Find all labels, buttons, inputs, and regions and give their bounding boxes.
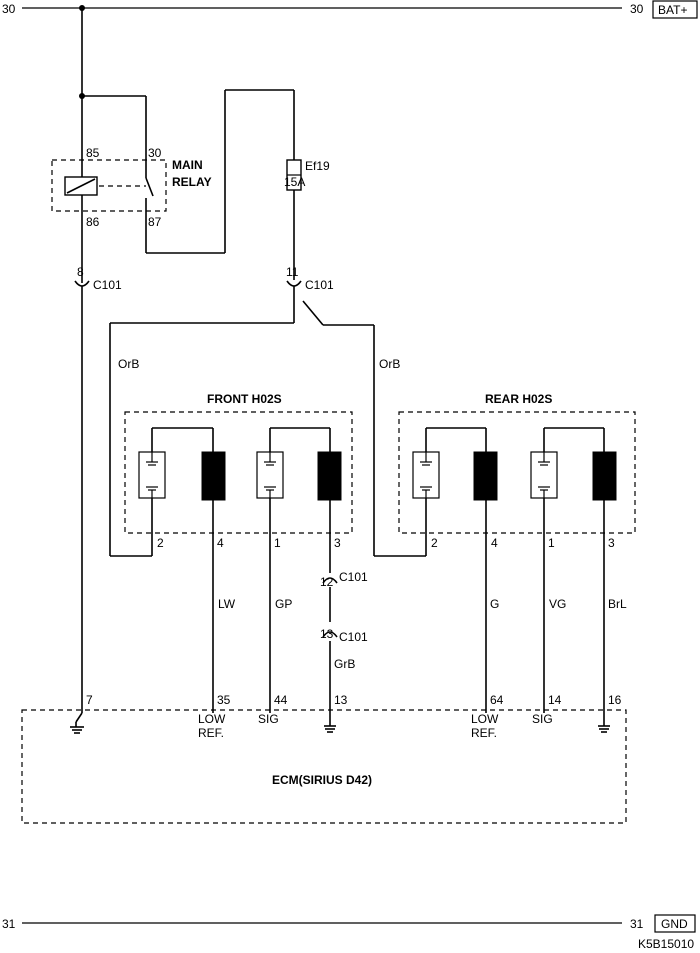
ecm-low-ref-1-line2: REF.: [198, 726, 224, 740]
c101-11-name: C101: [305, 278, 334, 292]
fuse-ef19: Ef19 15A: [284, 90, 330, 280]
c101-12-pin: 12: [320, 575, 334, 589]
gnd-label-box: [654, 914, 696, 933]
relay-pin-85: 85: [86, 146, 100, 160]
bat-rail: 30 30 BAT+: [2, 0, 698, 19]
fuse-name: Ef19: [305, 159, 330, 173]
rear-pin-2: 2: [431, 536, 438, 550]
rear-pin-4: 4: [491, 536, 498, 550]
rear-heater-element-2: [592, 451, 617, 501]
ecm-sig-1: SIG: [258, 712, 279, 726]
rear-sensor-title: REAR H02S: [485, 392, 552, 406]
ecm-low-ref-2-line1: LOW: [471, 712, 499, 726]
front-h02s-sensor: FRONT H02S 2 4 1 3: [124, 392, 353, 713]
connector-c101-11: 11 C101: [109, 265, 427, 557]
wire-color-lw: LW: [218, 597, 236, 611]
ecm-low-ref-2-line2: REF.: [471, 726, 497, 740]
relay-title-line1: MAIN: [172, 158, 203, 172]
bat-label-box: [652, 0, 698, 19]
ecm-pin-35: 35: [217, 693, 231, 707]
front-pin-4: 4: [217, 536, 224, 550]
ecm-pin-7: 7: [86, 693, 93, 707]
gnd-rail: 31 31 GND: [2, 914, 696, 933]
ecm-pin-14: 14: [548, 693, 562, 707]
front-pin-2: 2: [157, 536, 164, 550]
c101-13-pin: 13: [320, 627, 334, 641]
ecm-pin-13: 13: [334, 693, 348, 707]
wire-color-vg: VG: [549, 597, 566, 611]
rear-pin-1: 1: [548, 536, 555, 550]
figure-code: K5B15010: [638, 937, 694, 951]
ecm-pin-16: 16: [608, 693, 622, 707]
bat-rail-right-number: 30: [630, 2, 644, 16]
rear-heater-element-1: [473, 451, 498, 501]
bat-rail-left-number: 30: [2, 2, 16, 16]
rear-h02s-sensor: REAR H02S 2 4 1 3: [398, 392, 636, 713]
front-heater-element-1: [201, 451, 226, 501]
c101-11-pin: 11: [286, 265, 299, 279]
relay-title-line2: RELAY: [172, 175, 212, 189]
front-heater-element-2: [317, 451, 342, 501]
rear-pin-3: 3: [608, 536, 615, 550]
ecm-pin-44: 44: [274, 693, 288, 707]
wire-color-brl: BrL: [608, 597, 627, 611]
main-relay: 85 30 86 87 MAIN RELAY: [51, 8, 294, 283]
wire-color-gp: GP: [275, 597, 292, 611]
wire-color-right-orb: OrB: [379, 357, 400, 371]
wire-color-left-orb: OrB: [118, 357, 139, 371]
front-sensor-title: FRONT H02S: [207, 392, 282, 406]
front-pin-3: 3: [334, 536, 341, 550]
relay-pin-87: 87: [148, 215, 162, 229]
c101-12-name: C101: [339, 570, 368, 584]
gnd-rail-left-number: 31: [2, 917, 16, 931]
ecm-module: 7 35 44 13 64 14 16 LOW REF. SIG LOW REF…: [21, 693, 627, 824]
connector-c101-12-13: 12 C101 13 C101: [320, 570, 368, 726]
c101-13-name: C101: [339, 630, 368, 644]
c101-8-pin: 8: [77, 265, 84, 279]
wire-color-g: G: [490, 597, 499, 611]
wire-color-grb: GrB: [334, 657, 355, 671]
ecm-title: ECM(SIRIUS D42): [272, 773, 372, 787]
connector-c101-8: 8 C101: [74, 265, 122, 713]
front-pin-1: 1: [274, 536, 281, 550]
relay-pin-30: 30: [148, 146, 162, 160]
gnd-rail-right-number: 31: [630, 917, 644, 931]
ecm-sig-2: SIG: [532, 712, 553, 726]
ecm-pin-64: 64: [490, 693, 504, 707]
ecm-low-ref-1-line1: LOW: [198, 712, 226, 726]
fuse-rating: 15A: [284, 175, 305, 189]
gnd-label: GND: [661, 917, 688, 931]
bat-label: BAT+: [658, 3, 687, 17]
relay-pin-86: 86: [86, 215, 100, 229]
c101-8-name: C101: [93, 278, 122, 292]
